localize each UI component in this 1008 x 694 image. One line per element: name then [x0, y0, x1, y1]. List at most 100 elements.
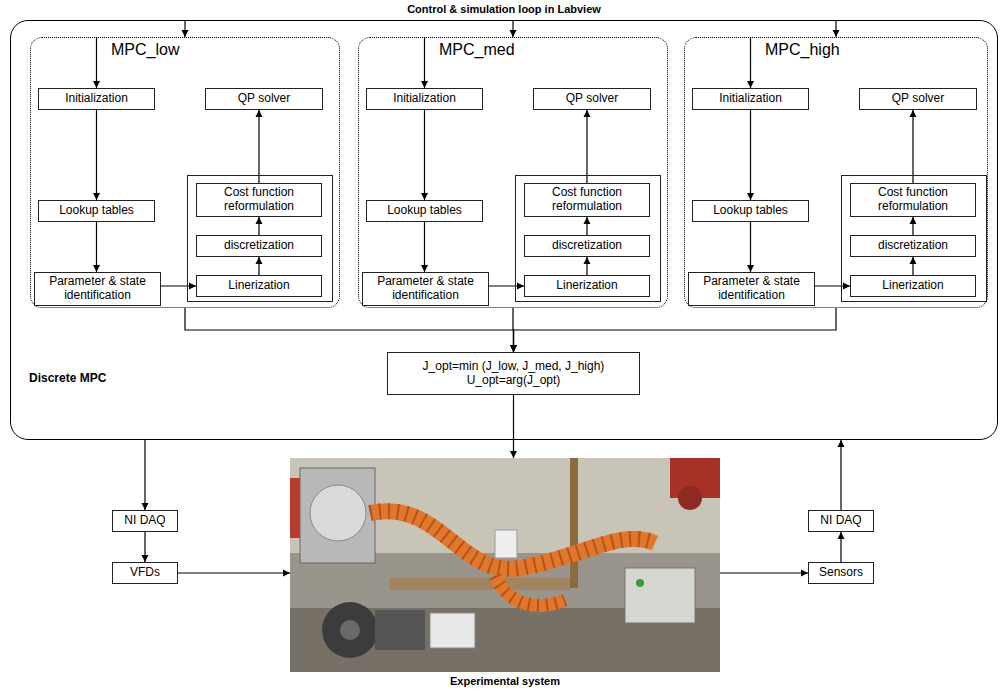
connector-line — [424, 37, 425, 88]
connector — [584, 257, 591, 275]
box-label: Cost function reformulation — [855, 186, 971, 214]
box-label: Linerization — [228, 279, 289, 293]
arrowhead — [283, 570, 290, 577]
connector-line — [185, 308, 514, 352]
box-label: Cost function reformulation — [529, 186, 645, 214]
motor — [375, 610, 425, 650]
process-box: Parameter & state identification — [362, 272, 489, 306]
block-heading: MPC_high — [765, 41, 840, 59]
arrowhead — [584, 217, 591, 224]
system-photo — [290, 458, 720, 672]
experimental-system: Experimental system — [290, 458, 720, 694]
duct-card — [495, 530, 517, 558]
solver-box: QP solver — [533, 88, 651, 110]
connector — [584, 217, 591, 235]
box-label: discretization — [878, 239, 948, 253]
arrowhead — [843, 283, 850, 290]
box-label: QP solver — [238, 92, 290, 106]
arrowhead — [421, 81, 428, 88]
drive-box: VFDs — [112, 562, 178, 584]
box-label: Initialization — [393, 92, 456, 106]
duct-ribs — [370, 511, 655, 569]
arrowhead — [910, 217, 917, 224]
arrowhead — [182, 30, 189, 37]
box-label: J_opt=min (J_low, J_med, J_high) — [423, 360, 605, 374]
process-box: Lookup tables — [366, 200, 483, 222]
connector-line — [96, 222, 97, 272]
selector-box: J_opt=min (J_low, J_med, J_high)U_opt=ar… — [387, 352, 640, 395]
block-heading: MPC_low — [111, 41, 179, 59]
box-label: Lookup tables — [713, 204, 788, 218]
process-box: discretization — [850, 235, 976, 257]
process-box: Cost function reformulation — [196, 183, 322, 217]
connector — [910, 110, 917, 183]
connector — [838, 440, 845, 510]
connector-line — [720, 572, 808, 573]
connector — [185, 308, 517, 352]
arrowhead — [421, 265, 428, 272]
arrowhead — [910, 257, 917, 264]
box-label: Sensors — [819, 566, 863, 580]
duct-ribs — [495, 576, 565, 605]
box-label: QP solver — [892, 92, 944, 106]
connector — [815, 283, 850, 290]
connector — [747, 110, 754, 200]
box-label: NI DAQ — [820, 514, 861, 528]
connector — [161, 283, 196, 290]
box-label: Lookup tables — [387, 204, 462, 218]
box-label: Linerization — [882, 279, 943, 293]
connector — [510, 395, 517, 458]
connector — [510, 20, 517, 37]
mpc-block: MPC_lowInitializationLookup tablesParame… — [30, 37, 340, 308]
arrowhead — [93, 193, 100, 200]
box-label: NI DAQ — [124, 514, 165, 528]
connector-line — [750, 222, 751, 272]
box-label: Initialization — [719, 92, 782, 106]
block-heading: MPC_med — [439, 41, 515, 59]
daq-box: NI DAQ — [808, 510, 874, 532]
connector-line — [96, 37, 97, 88]
connector-line — [912, 110, 913, 183]
box-label: Lookup tables — [59, 204, 134, 218]
flex-duct — [370, 511, 655, 569]
loop-frame: Discrete MPC MPC_lowInitializationLookup … — [10, 20, 998, 440]
connector — [838, 532, 845, 562]
flex-duct — [495, 576, 565, 605]
process-box: Cost function reformulation — [850, 183, 976, 217]
sensor-box: Sensors — [808, 562, 874, 584]
connector — [256, 217, 263, 235]
box-label: Parameter & state identification — [693, 275, 810, 303]
control-panel — [430, 613, 475, 648]
arrowhead — [510, 345, 517, 352]
duct-opening — [310, 485, 366, 541]
arrowhead — [838, 440, 845, 447]
connector — [421, 222, 428, 272]
process-box: Initialization — [366, 88, 483, 110]
arrowhead — [510, 30, 517, 37]
arrowhead — [93, 81, 100, 88]
photo-caption: Experimental system — [290, 675, 720, 687]
arrowhead — [256, 110, 263, 117]
arrowhead — [189, 283, 196, 290]
connector — [833, 20, 840, 37]
connector-line — [424, 222, 425, 272]
connector — [584, 110, 591, 183]
blower-hub — [340, 620, 360, 640]
box-label: Initialization — [65, 92, 128, 106]
frame-label: Discrete MPC — [29, 371, 106, 385]
arrowhead — [584, 110, 591, 117]
connector-line — [750, 37, 751, 88]
connector-line — [840, 440, 841, 510]
pipe-elbow — [678, 486, 702, 510]
process-box: Parameter & state identification — [688, 272, 815, 306]
process-box: Cost function reformulation — [524, 183, 650, 217]
indicator-light — [636, 579, 644, 587]
process-box: Linerization — [524, 275, 650, 297]
connector-line — [144, 440, 145, 510]
connector — [747, 37, 754, 88]
connector — [720, 570, 808, 577]
connector-line — [513, 395, 514, 458]
arrowhead — [910, 110, 917, 117]
box-label: Parameter & state identification — [39, 275, 156, 303]
